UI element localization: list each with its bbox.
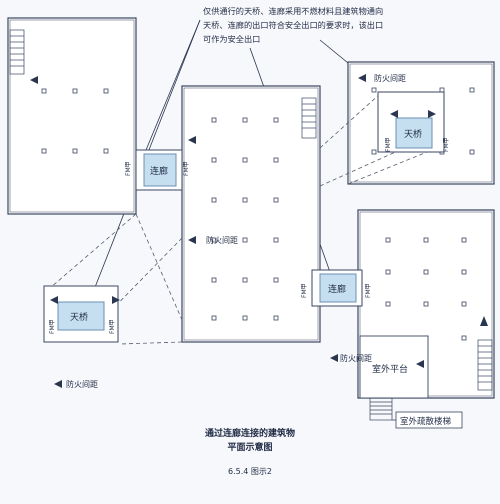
column-grid-d xyxy=(385,237,467,341)
top-note: 仅供通行的天桥、连廊采用不燃材料且建筑物通向 天桥、连廊的出口符合安全出口的要求… xyxy=(203,6,383,44)
top-note-line-1: 仅供通行的天桥、连廊采用不燃材料且建筑物通向 xyxy=(203,6,383,16)
exit-arrow-icon xyxy=(480,316,488,326)
skybridge-label: 天桥 xyxy=(404,128,422,140)
fire-spacing-text: 防火间距 xyxy=(340,353,372,363)
outdoor-platform xyxy=(359,335,429,399)
outdoor-platform-label: 室外平台 xyxy=(372,363,408,375)
exit-arrow-icon xyxy=(30,76,38,84)
fire-spacing-label-left: 防火间距 xyxy=(54,379,98,389)
corridor-label: 连廊 xyxy=(150,165,168,177)
figure-number: 6.5.4 图示2 xyxy=(228,467,272,476)
fire-door-label: FM甲 xyxy=(365,283,372,298)
exit-arrow-icon xyxy=(416,360,424,368)
building-a xyxy=(7,17,137,215)
corridor-label: 连廊 xyxy=(328,283,346,295)
fire-spacing-text: 防火间距 xyxy=(206,235,238,245)
fire-door-label: FM甲 xyxy=(385,137,392,152)
fire-door-label: FM甲 xyxy=(443,137,450,152)
skybridge-connector-left: 天桥 FM甲 FM甲 xyxy=(43,285,120,343)
fire-spacing-label-center: 防火间距 xyxy=(188,235,238,245)
exit-arrow-icon xyxy=(428,110,436,118)
fire-spacing-guides xyxy=(49,91,433,345)
caption: 通过连廊连接的建筑物 平面示意图 6.5.4 图示2 xyxy=(205,427,295,476)
building-b xyxy=(181,85,321,343)
stair-icon xyxy=(9,29,25,75)
top-note-line-2: 天桥、连廊的出口符合安全出口的要求时，该出口 xyxy=(203,20,383,30)
fire-door-label: FM甲 xyxy=(301,283,308,298)
corridor-connector-bd: 连廊 FM甲 FM甲 xyxy=(301,269,372,307)
exit-arrow-icon xyxy=(390,110,398,118)
stair-icon xyxy=(301,97,317,139)
fire-spacing-text: 防火间距 xyxy=(66,379,98,389)
exit-arrow-icon xyxy=(112,296,120,304)
exit-arrow-icon xyxy=(50,296,58,304)
fire-spacing-text: 防火间距 xyxy=(374,73,406,83)
fire-door-label: FM甲 xyxy=(125,161,132,176)
skybridge-label: 天桥 xyxy=(70,311,88,323)
building-d: 室外平台 室外疏散楼梯 xyxy=(357,209,495,429)
outdoor-stair-icon xyxy=(369,397,393,421)
fire-door-label: FM甲 xyxy=(49,319,56,334)
corridor-connector-ab: 连廊 FM甲 FM甲 xyxy=(125,149,190,191)
fire-spacing-label-top-right: 防火间距 xyxy=(358,73,406,83)
caption-title-line-2: 平面示意图 xyxy=(227,441,272,453)
fire-door-label: FM甲 xyxy=(183,161,190,176)
fire-door-label: FM甲 xyxy=(109,319,116,334)
stair-icon xyxy=(477,339,493,391)
skybridge-connector-right: 天桥 FM甲 FM甲 xyxy=(377,91,450,153)
fire-spacing-label-lower: 防火间距 xyxy=(330,353,372,363)
column-grid-a xyxy=(41,88,109,154)
top-note-line-3: 可作为安全出口 xyxy=(203,34,260,44)
caption-title-line-1: 通过连廊连接的建筑物 xyxy=(205,427,295,439)
column-grid-b xyxy=(211,117,279,321)
exit-arrow-icon xyxy=(188,136,196,144)
outdoor-stair-label: 室外疏散楼梯 xyxy=(400,416,452,427)
